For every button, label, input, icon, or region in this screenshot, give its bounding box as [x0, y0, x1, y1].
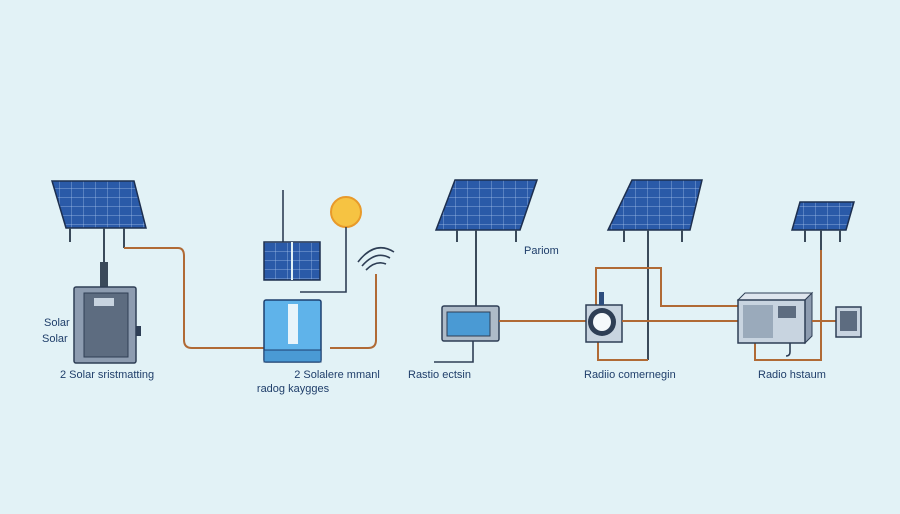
meter-device: [835, 306, 862, 338]
battery-unit: [263, 299, 322, 363]
radio-station-device: [736, 291, 814, 345]
solar-panel-2: [263, 241, 321, 281]
solar-side-label-1: Solar: [44, 317, 70, 329]
pariom-label: Pariom: [524, 245, 559, 257]
station-1-label: 2 Solar sristmatting: [60, 369, 154, 381]
station-5-label: Radio hstaum: [758, 369, 826, 381]
solar-panel-3: [434, 179, 539, 306]
wifi-signal-icon: [357, 246, 395, 271]
station-3-label: Rastio ectsin: [408, 369, 471, 381]
radio-converter-device: [585, 292, 623, 343]
solar-panel-1: [50, 180, 147, 262]
station-2-label-line1: 2 Solalere mmanl: [294, 369, 380, 381]
solar-panel-4: [606, 179, 703, 360]
radio-display-device: [441, 305, 500, 342]
station-4-label: Radiio comernegin: [584, 369, 676, 381]
sun-icon: [330, 196, 362, 228]
station-2-label-line2: radog kaygges: [257, 383, 330, 395]
solar-controller-box: [73, 262, 141, 364]
solar-side-label-2: Solar: [42, 333, 68, 345]
